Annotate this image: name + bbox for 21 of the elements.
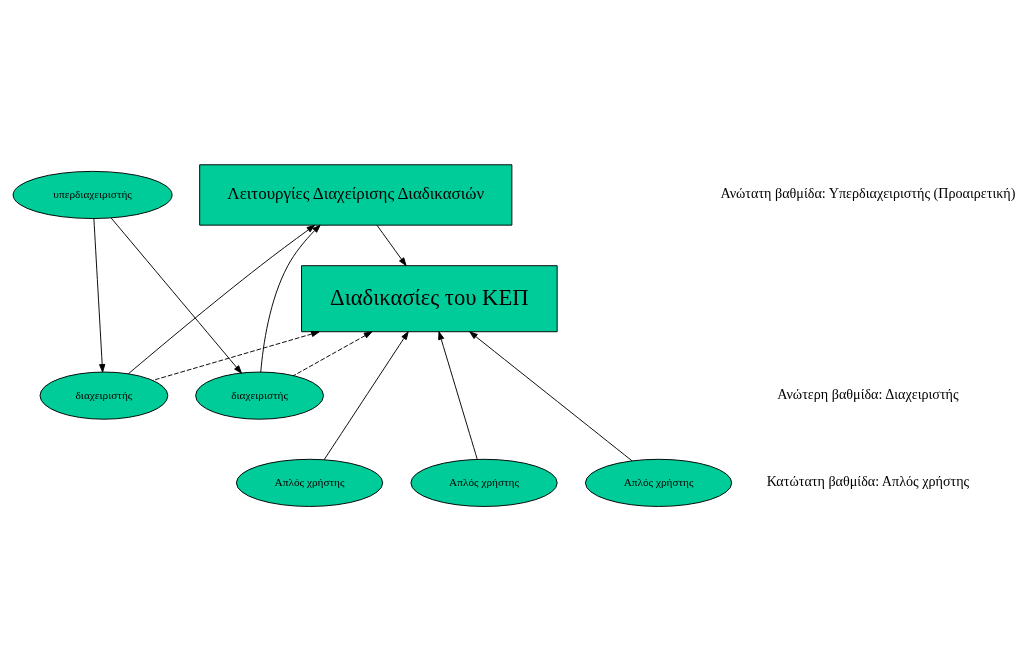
- arrow: [127, 224, 316, 375]
- arrow: [323, 331, 409, 461]
- node-ellipse: διαχειριστής: [39, 371, 169, 420]
- arrow: [292, 331, 373, 377]
- arrow: [93, 217, 106, 373]
- arrow: [376, 224, 407, 266]
- node-ellipse: υπερδιαχειριστής: [12, 170, 173, 219]
- node-ellipse: Απλός χρήστης: [584, 458, 733, 507]
- label: Ανώτατη βαθμίδα: Υπερδιαχειριστής (Προαιρετική): [720, 185, 1016, 202]
- arrow: [152, 330, 320, 381]
- arrow: [438, 331, 478, 461]
- arrow: [260, 224, 321, 373]
- arrow: [110, 217, 242, 374]
- label: Κατώτατη βαθμίδα: Απλός χρήστης: [766, 473, 970, 490]
- node-ellipse: Απλός χρήστης: [410, 458, 558, 507]
- arrow: [469, 331, 633, 462]
- node-box: Λειτουργίες Διαχείρισης Διαδικασιών: [199, 164, 513, 226]
- node-ellipse: διαχειριστής: [195, 371, 324, 420]
- label: Ανώτερη βαθμίδα: Διαχειριστής: [777, 385, 959, 402]
- node-box: Διαδικασίες του ΚΕΠ: [301, 265, 558, 333]
- node-ellipse: Απλός χρήστης: [235, 458, 384, 507]
